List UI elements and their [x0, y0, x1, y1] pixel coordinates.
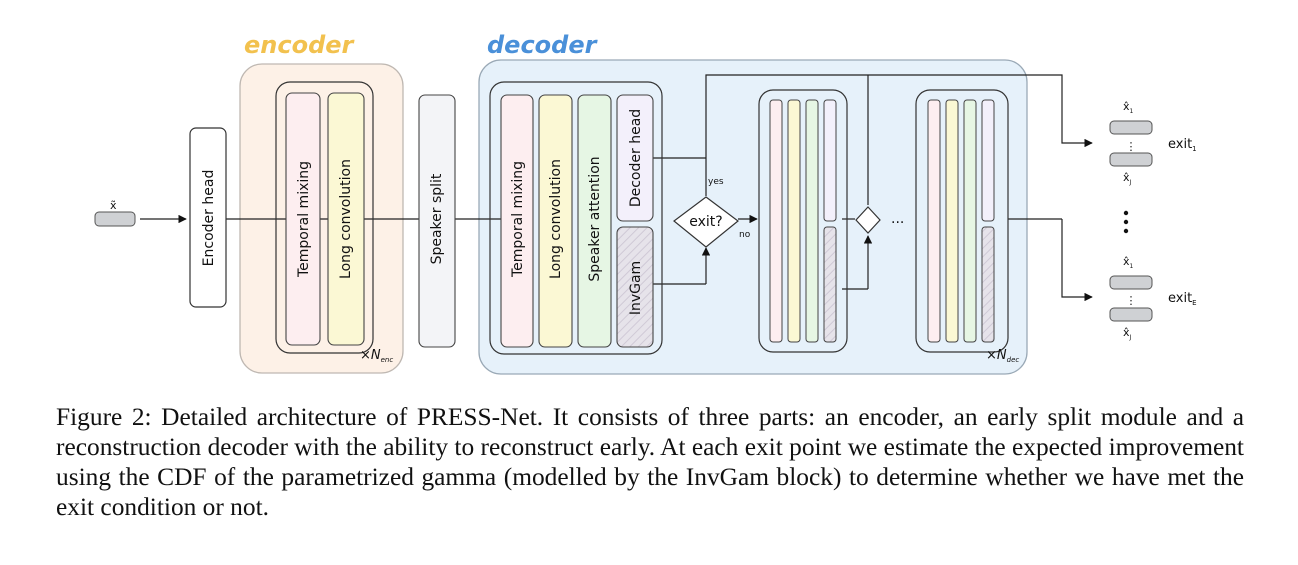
- decoder-long-convolution-label: Long convolution: [548, 159, 564, 279]
- stage-1-speaker-bar: [805, 99, 819, 343]
- decoder-stage-1-frame: [758, 89, 848, 353]
- exit-1-vertical-dots: ⋮: [1126, 140, 1137, 153]
- architecture-diagram: encoder decoder x̃ Encoder head Temporal…: [94, 31, 1197, 375]
- decoder-inner-frame: [489, 81, 663, 355]
- stage-1-head-bar: [823, 99, 837, 222]
- decoder-speaker-attention-label: Speaker attention: [587, 156, 603, 281]
- exit-1-top-output-label: x̂1: [1123, 100, 1134, 115]
- stage-n-invgam-bar: [981, 226, 995, 343]
- exit-question-label: exit?: [689, 214, 722, 230]
- encoder-repeat-label: ×Nenc: [360, 348, 393, 364]
- decoder-head-block: [616, 94, 654, 222]
- stage-n-temporal-bar: [927, 99, 941, 343]
- no-label: no: [739, 230, 751, 240]
- stage-n-longconv-bar: [945, 99, 959, 343]
- decoder-temporal-mixing: [500, 94, 534, 348]
- stage-ellipsis: ...: [891, 211, 904, 227]
- exit-1-bottom-output: [1109, 152, 1153, 167]
- decoder-head-label: Decoder head: [628, 109, 644, 207]
- stage-1-longconv-bar: [787, 99, 801, 343]
- encoder-long-convolution: [327, 92, 365, 346]
- exit-1-bottom-output-label: x̂J: [1123, 171, 1132, 186]
- encoder-temporal-mixing-label: Temporal mixing: [296, 161, 312, 278]
- speaker-split-label: Speaker split: [429, 173, 445, 264]
- encoder-inner-frame: [275, 81, 374, 354]
- encoder-head-block: [189, 127, 227, 308]
- exit-e-top-output: [1109, 275, 1153, 290]
- decoder-temporal-mixing-label: Temporal mixing: [510, 161, 526, 278]
- invgam-block: [616, 226, 654, 348]
- exits-ellipsis-dot-1: [1123, 210, 1129, 216]
- exits-ellipsis-dot-2: [1123, 219, 1129, 225]
- exit-e-label: exitE: [1168, 291, 1197, 307]
- invgam-label: InvGam: [628, 261, 644, 315]
- input-label: x̃: [110, 199, 117, 212]
- exit-e-vertical-dots: ⋮: [1126, 294, 1137, 307]
- encoder-head-label: Encoder head: [201, 170, 217, 267]
- stage-1-invgam-bar: [823, 226, 837, 343]
- encoder-temporal-mixing: [285, 92, 321, 346]
- encoder-title: encoder: [244, 31, 356, 59]
- decoder-speaker-attention: [577, 94, 612, 348]
- decoder-stage-n-frame: [915, 89, 1009, 353]
- stage-n-speaker-bar: [963, 99, 977, 343]
- exits-ellipsis-dot-3: [1123, 228, 1129, 234]
- decoder-long-convolution: [538, 94, 573, 348]
- speaker-split-block: [418, 94, 456, 348]
- decoder-title: decoder: [487, 31, 599, 59]
- stage-1-temporal-bar: [769, 99, 783, 343]
- encoder-long-convolution-label: Long convolution: [338, 159, 354, 279]
- exit-e-top-output-label: x̂1: [1123, 255, 1134, 270]
- input-x-tilde: [94, 211, 136, 227]
- exit-decision-diamond: [673, 196, 739, 248]
- exit-1-label: exit1: [1168, 137, 1197, 153]
- stage-n-head-bar: [981, 99, 995, 222]
- figure-caption: Figure 2: Detailed architecture of PRESS…: [56, 403, 1244, 521]
- yes-label: yes: [708, 177, 724, 187]
- exit-e-bottom-output-label: x̂J: [1123, 326, 1132, 341]
- exit-1-top-output: [1109, 120, 1153, 135]
- decoder-repeat-label: ×Ndec: [986, 348, 1019, 364]
- exit-e-bottom-output: [1109, 307, 1153, 322]
- exit-decision-diamond-small: [855, 206, 881, 234]
